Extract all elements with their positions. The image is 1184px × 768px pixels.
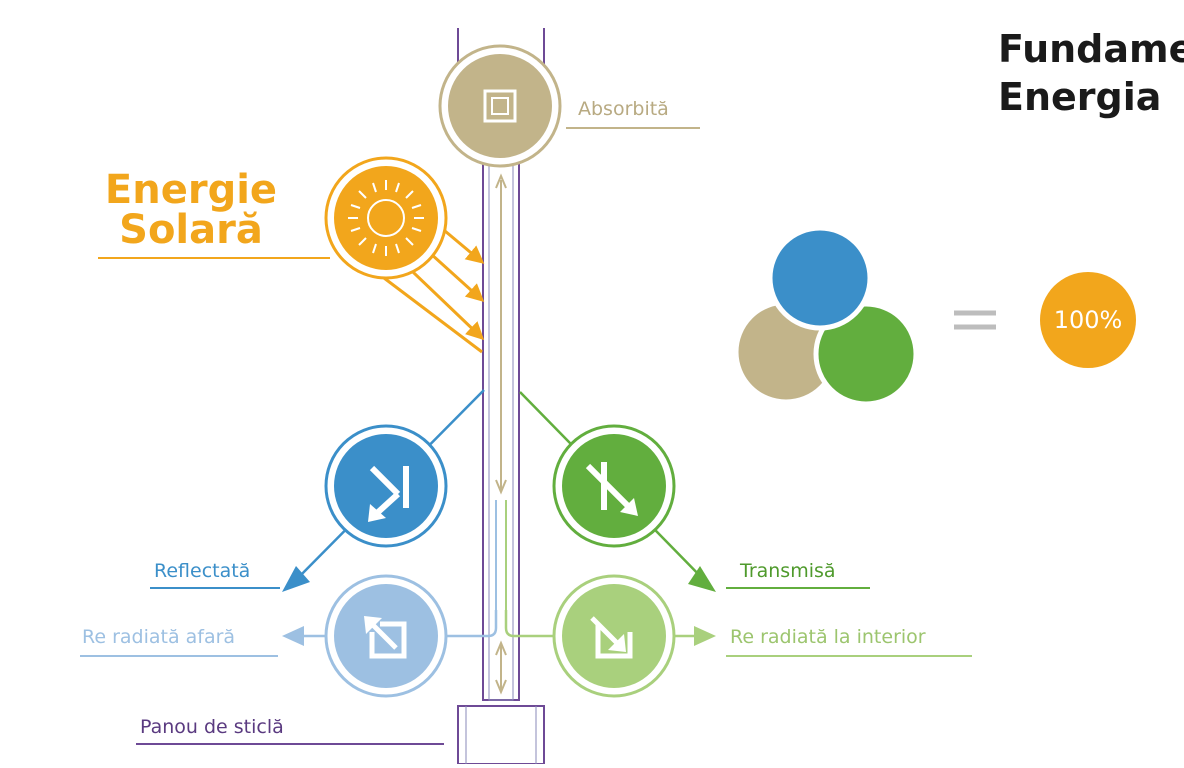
sun-icon xyxy=(324,156,448,280)
reradiated-out-path xyxy=(282,610,498,646)
reradiate-in-icon xyxy=(552,574,676,698)
reradiated-out-label: Re radiată afară xyxy=(82,626,236,648)
solar-label-line-1: Energie xyxy=(104,167,278,213)
reradiated-in-label: Re radiată la interior xyxy=(730,626,926,648)
reflect-arrow-icon xyxy=(324,424,448,548)
absorbed-icon xyxy=(438,44,562,168)
glass-internal-arrows xyxy=(495,173,507,695)
glass-panel-label: Panou de sticlă xyxy=(140,716,284,738)
total-label: 100% xyxy=(1053,306,1123,334)
transmit-arrow-icon xyxy=(552,424,676,548)
title-line-2: Energia xyxy=(998,75,1162,119)
reradiated-in-path xyxy=(504,610,716,646)
total-circle xyxy=(1040,272,1136,368)
solar-label-line-2: Solară xyxy=(119,207,263,253)
title-line-1: Fundame xyxy=(998,27,1184,71)
equals-sign xyxy=(954,310,996,330)
transmitted-label: Transmisă xyxy=(740,560,836,582)
absorbed-label: Absorbită xyxy=(578,98,669,120)
reradiate-out-icon xyxy=(324,574,448,698)
energy-balance-venn xyxy=(733,225,919,407)
reflected-label: Reflectată xyxy=(154,560,251,582)
